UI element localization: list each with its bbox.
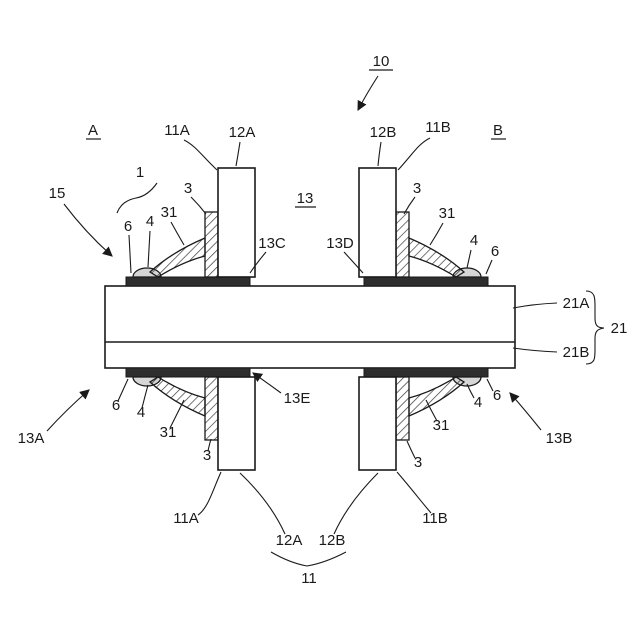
leader-13a-arrow	[46, 389, 90, 432]
fillet-31-bottom-right	[408, 376, 466, 417]
pad-6-bottom-left	[125, 367, 251, 378]
leader-13c	[249, 251, 267, 274]
leader-13e-arrow	[252, 372, 282, 394]
leader-4-bottom-right	[466, 383, 475, 399]
leader-6-bottom-left	[117, 378, 129, 402]
bracket-11	[270, 551, 347, 567]
label-31-bottom-left: 31	[160, 424, 177, 441]
leader-12a-bottom	[239, 472, 286, 535]
leader-11a-bottom	[197, 471, 222, 516]
label-21a: 21A	[563, 295, 590, 312]
label-6-bottom-left: 6	[112, 397, 120, 414]
label-3-top-left: 3	[184, 180, 192, 197]
leader-12b-top	[377, 141, 382, 167]
substrate-21	[104, 285, 516, 369]
pad-6-top-right	[363, 276, 489, 287]
leader-21b	[512, 347, 558, 353]
leader-13d	[343, 251, 364, 274]
lead-11b-bottom	[358, 376, 397, 471]
leader-3-top-left	[190, 196, 207, 215]
label-11b-bottom: 11B	[422, 510, 448, 527]
label-12b-top: 12B	[370, 124, 397, 141]
label-side-a: A	[88, 122, 98, 139]
leader-12a-top	[235, 141, 241, 167]
leader-31-bottom-right	[425, 399, 438, 422]
brace-group-1	[116, 182, 158, 214]
label-12b-bottom: 12B	[319, 532, 346, 549]
label-21b: 21B	[563, 344, 590, 361]
label-11a-bottom: 11A	[173, 510, 199, 527]
label-31-bottom-right: 31	[433, 417, 450, 434]
label-10: 10	[373, 53, 390, 70]
leader-31-top-right	[429, 222, 444, 246]
label-31-top-left: 31	[161, 204, 178, 221]
leader-3-top-right	[403, 196, 416, 215]
label-31-top-right: 31	[439, 205, 456, 222]
lead-11a-top	[217, 167, 256, 278]
leader-4-top-left	[147, 230, 151, 268]
leader-6-top-left	[128, 234, 132, 274]
lead-11b-top	[358, 167, 397, 278]
label-12a-top: 12A	[229, 124, 256, 141]
label-4-bottom-right: 4	[474, 394, 482, 411]
leader-3-bottom-right	[406, 440, 416, 459]
label-4-top-right: 4	[470, 232, 478, 249]
leader-11b-top	[397, 137, 431, 171]
leader-6-top-right	[485, 259, 493, 275]
fillet-31-top-right	[408, 237, 466, 278]
label-3-bottom-left: 3	[203, 447, 211, 464]
leader-12b-bottom	[333, 472, 379, 535]
leader-6-bottom-right	[486, 378, 494, 392]
label-15: 15	[49, 185, 66, 202]
pad-6-bottom-right	[363, 367, 489, 378]
label-11a-top: 11A	[164, 122, 190, 139]
label-13: 13	[297, 190, 314, 207]
leader-11a-top	[183, 139, 218, 171]
label-13c: 13C	[258, 235, 286, 252]
label-11b-top: 11B	[425, 119, 451, 136]
label-4-bottom-left: 4	[137, 404, 145, 421]
label-3-top-right: 3	[413, 180, 421, 197]
leader-21a	[512, 302, 558, 309]
label-6-top-right: 6	[491, 243, 499, 260]
label-13b: 13B	[546, 430, 573, 447]
plating-3-top-left	[204, 211, 219, 278]
label-6-bottom-right: 6	[493, 387, 501, 404]
leader-10-arrow	[357, 75, 379, 111]
label-21: 21	[611, 320, 628, 337]
label-13a: 13A	[18, 430, 45, 447]
label-13d: 13D	[326, 235, 354, 252]
leader-3-bottom-left	[207, 438, 212, 452]
label-side-b: B	[493, 122, 503, 139]
leader-lines	[46, 75, 605, 567]
leader-4-bottom-left	[141, 384, 149, 409]
fillet-31-top-left	[148, 237, 206, 278]
label-11: 11	[301, 570, 317, 587]
pad-6-top-left	[125, 276, 251, 287]
lead-11a-bottom	[217, 376, 256, 471]
label-4-top-left: 4	[146, 213, 154, 230]
plating-3-bottom-right	[395, 376, 410, 441]
label-6-top-left: 6	[124, 218, 132, 235]
leader-31-bottom-left	[169, 399, 185, 429]
label-1: 1	[136, 164, 144, 181]
label-13e: 13E	[284, 390, 311, 407]
label-3-bottom-right: 3	[414, 454, 422, 471]
leader-4-top-right	[466, 249, 472, 269]
fillet-31-bottom-left	[148, 376, 206, 417]
plating-3-top-right	[395, 211, 410, 278]
leader-11b-bottom	[396, 471, 432, 514]
label-12a-bottom: 12A	[276, 532, 303, 549]
leader-31-top-left	[170, 221, 185, 246]
leader-15-arrow	[63, 203, 113, 257]
brace-21	[585, 290, 605, 365]
leader-13b-arrow	[509, 392, 542, 431]
plating-3-bottom-left	[204, 376, 219, 441]
